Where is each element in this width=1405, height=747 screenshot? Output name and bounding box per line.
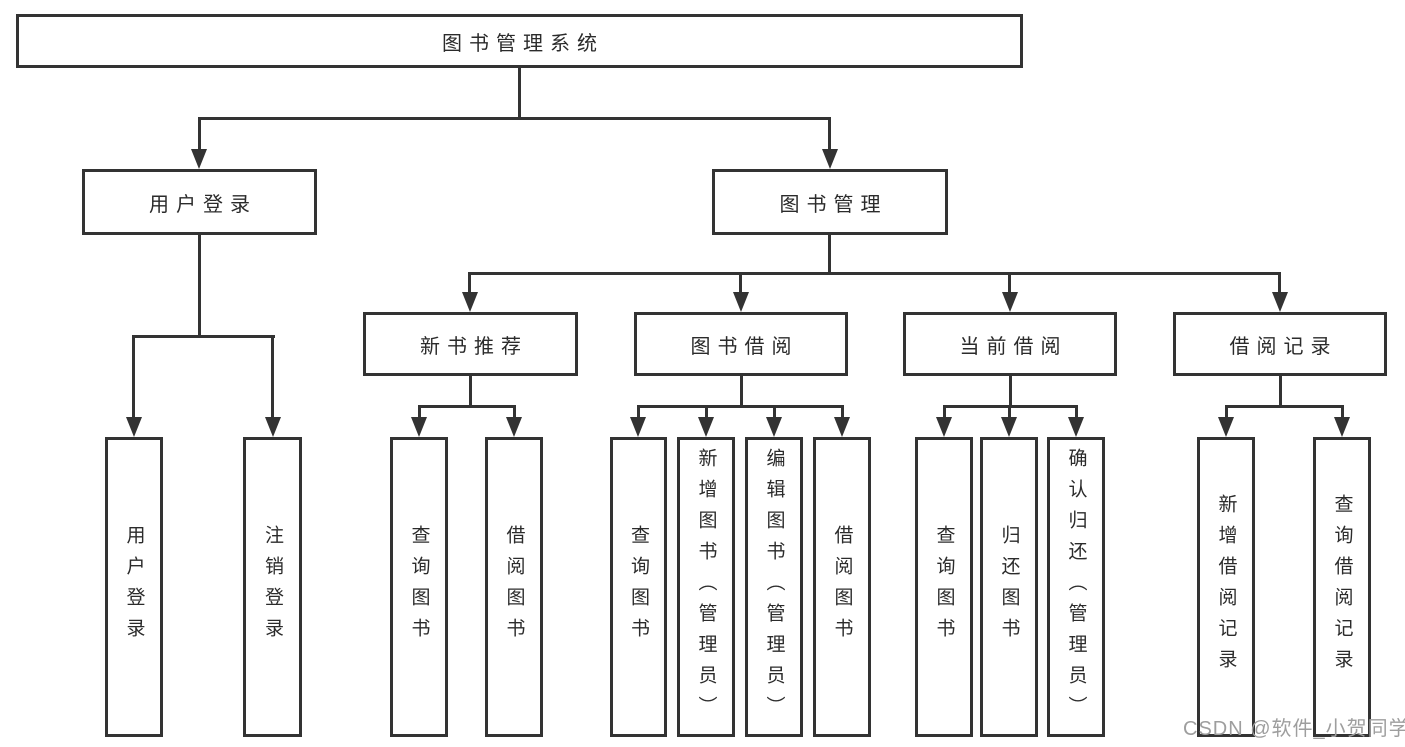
node-query-books-recommend: 查询图书 [390, 437, 448, 737]
node-borrow-books-leaf: 借阅图书 [813, 437, 871, 737]
connector-arrow [936, 417, 952, 437]
connector-arrow [1334, 417, 1350, 437]
leaf-label: 确认归还（管理员） [1065, 447, 1087, 727]
node-logout: 注销登录 [243, 437, 302, 737]
connector-line [1225, 405, 1228, 419]
connector-line [637, 405, 844, 408]
connector-arrow [1272, 292, 1288, 312]
node-borrow-books-recommend: 借阅图书 [485, 437, 543, 737]
node-query-books-borrow: 查询图书 [610, 437, 667, 737]
node-root: 图书管理系统 [16, 14, 1023, 68]
leaf-label: 查询借阅记录 [1331, 494, 1353, 680]
leaf-label: 新增借阅记录 [1215, 494, 1237, 680]
connector-arrow [698, 417, 714, 437]
leaf-label: 编辑图书（管理员） [763, 447, 785, 727]
node-add-borrow-record: 新增借阅记录 [1197, 437, 1255, 737]
connector-line [1075, 405, 1078, 419]
connector-line [468, 272, 471, 294]
connector-line [739, 272, 742, 294]
connector-line [1009, 376, 1012, 407]
connector-line [828, 117, 831, 150]
connector-arrow [411, 417, 427, 437]
node-user-login-leaf: 用户登录 [105, 437, 163, 737]
leaf-label: 查询图书 [408, 525, 430, 649]
leaf-label: 用户登录 [123, 525, 145, 649]
node-query-borrow-record: 查询借阅记录 [1313, 437, 1371, 737]
connector-line [198, 117, 201, 150]
connector-line [1225, 405, 1344, 408]
connector-arrow [191, 149, 207, 169]
leaf-label: 新增图书（管理员） [695, 447, 717, 727]
connector-arrow [1002, 292, 1018, 312]
connector-line [198, 235, 201, 336]
leaf-label: 借阅图书 [503, 525, 525, 649]
connector-line [468, 272, 1281, 275]
node-query-books-current: 查询图书 [915, 437, 973, 737]
connector-line [705, 405, 708, 419]
leaf-label: 查询图书 [933, 525, 955, 649]
connector-line [132, 335, 135, 417]
connector-line [1279, 376, 1282, 407]
connector-arrow [265, 417, 281, 437]
connector-arrow [834, 417, 850, 437]
connector-arrow [733, 292, 749, 312]
connector-line [773, 405, 776, 419]
connector-line [943, 405, 946, 419]
connector-line [637, 405, 640, 419]
connector-line [828, 234, 831, 275]
node-return-books: 归还图书 [980, 437, 1038, 737]
connector-arrow [462, 292, 478, 312]
connector-line [132, 335, 275, 338]
connector-line [1278, 272, 1281, 294]
connector-line [418, 405, 516, 408]
leaf-label: 归还图书 [998, 525, 1020, 649]
node-edit-books-admin: 编辑图书（管理员） [745, 437, 803, 737]
csdn-watermark: CSDN @软件_小贺同学 [1183, 718, 1405, 740]
leaf-label: 借阅图书 [831, 525, 853, 649]
connector-line [469, 376, 472, 407]
node-book-management: 图书管理 [712, 169, 948, 235]
node-current-borrow: 当前借阅 [903, 312, 1117, 376]
connector-line [513, 405, 516, 419]
connector-line [418, 405, 421, 419]
connector-arrow [1068, 417, 1084, 437]
node-borrow-records: 借阅记录 [1173, 312, 1387, 376]
node-new-book-recommend: 新书推荐 [363, 312, 578, 376]
leaf-label: 注销登录 [262, 525, 283, 649]
connector-line [841, 405, 844, 419]
connector-line [1008, 272, 1011, 294]
connector-arrow [630, 417, 646, 437]
node-user-login: 用户登录 [82, 169, 317, 235]
connector-line [1341, 405, 1344, 419]
connector-arrow [822, 149, 838, 169]
connector-arrow [1001, 417, 1017, 437]
connector-arrow [126, 417, 142, 437]
connector-line [740, 376, 743, 407]
node-book-borrow: 图书借阅 [634, 312, 848, 376]
connector-line [1008, 405, 1011, 419]
leaf-label: 查询图书 [628, 525, 649, 649]
node-add-books-admin: 新增图书（管理员） [677, 437, 735, 737]
connector-line [271, 335, 274, 417]
connector-arrow [766, 417, 782, 437]
connector-arrow [506, 417, 522, 437]
connector-line [518, 68, 521, 118]
connector-arrow [1218, 417, 1234, 437]
node-confirm-return-admin: 确认归还（管理员） [1047, 437, 1105, 737]
connector-line [198, 117, 831, 120]
